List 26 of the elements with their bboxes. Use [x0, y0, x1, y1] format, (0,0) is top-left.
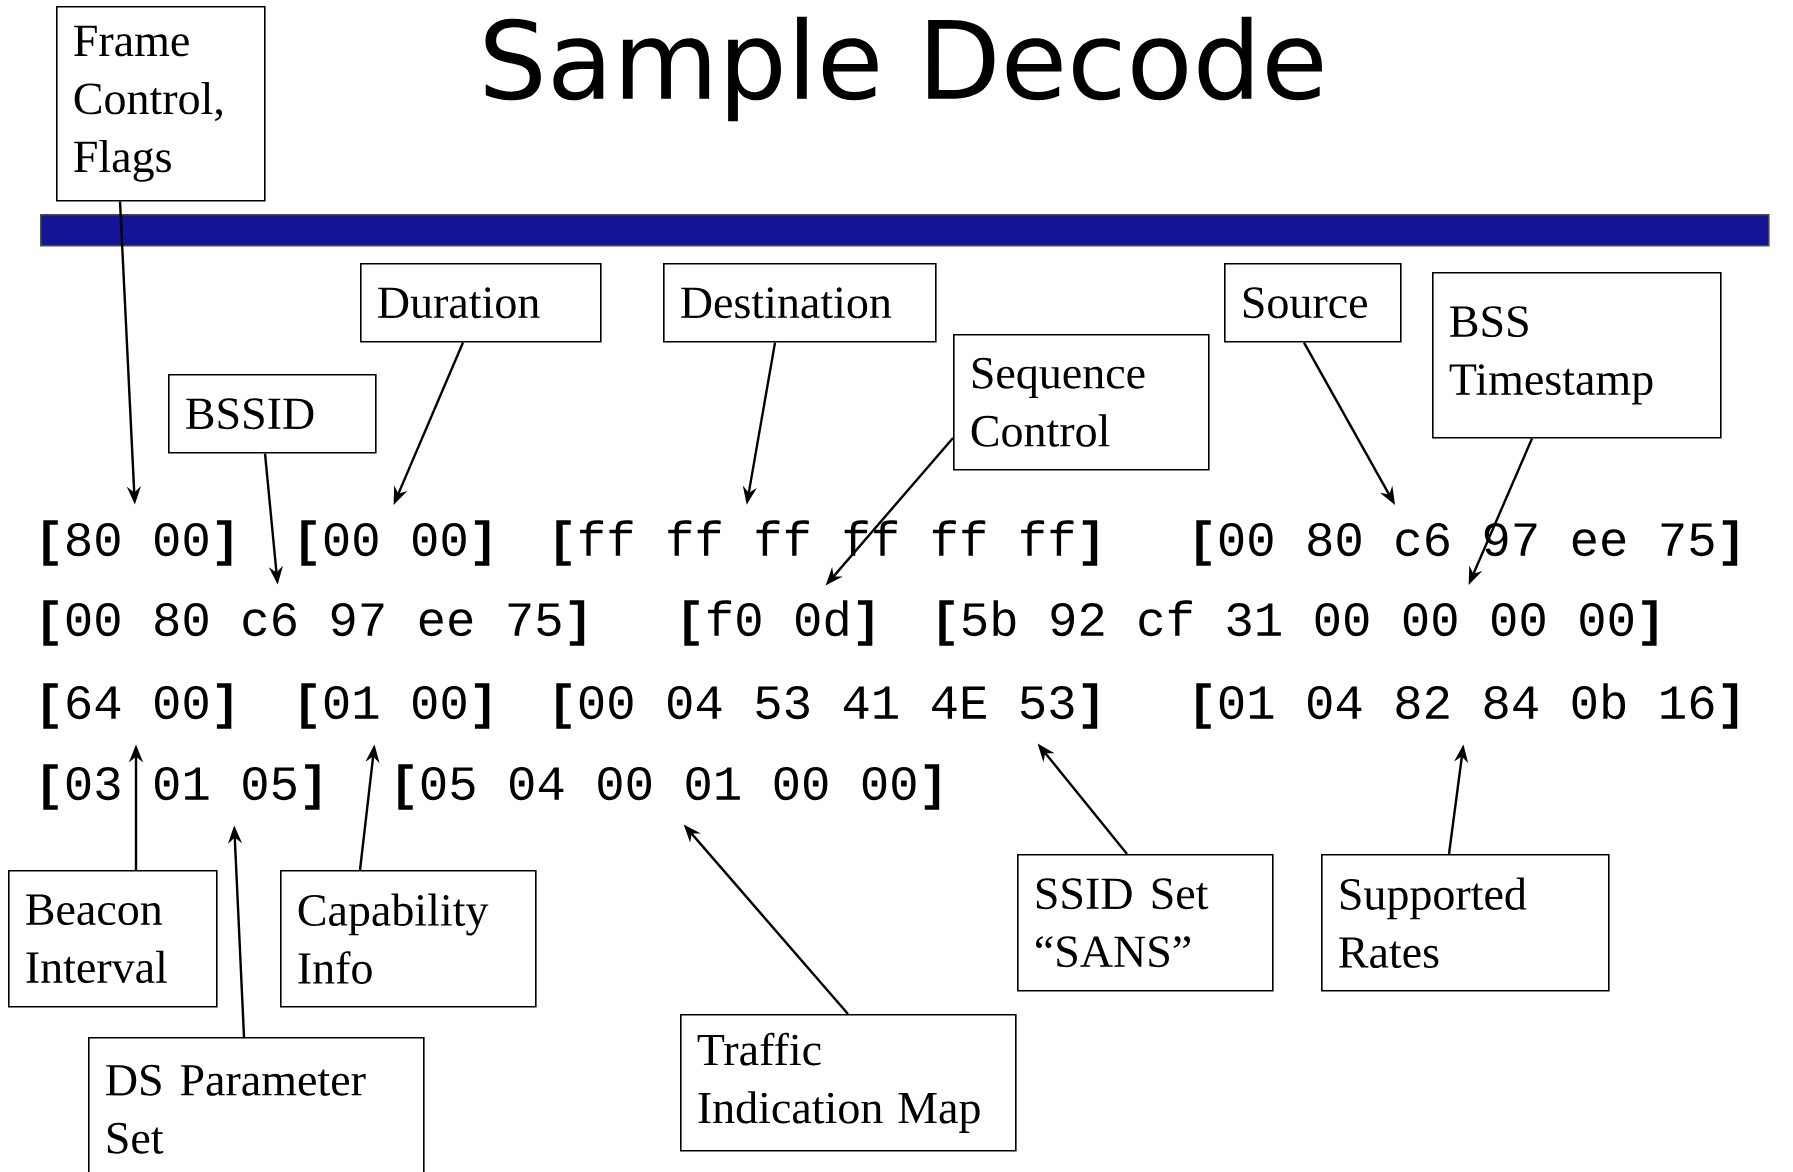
hex-bytes: [80 00] [43, 520, 232, 566]
label-box: Traffic Indication Map [680, 1014, 1017, 1152]
label-box: BSSID [168, 374, 377, 454]
label-box: Capability Info [280, 870, 537, 1008]
hex-bytes: [00 80 c6 97 ee 75] [43, 600, 585, 646]
label-box: Supported Rates [1321, 854, 1610, 992]
hex-bytes: [03 01 05] [43, 764, 320, 810]
label-box: BSS Timestamp [1432, 272, 1722, 439]
label-box: Sequence Control [953, 334, 1210, 471]
title-bar [40, 214, 1770, 247]
hex-bytes: [01 04 82 84 0b 16] [1196, 683, 1738, 729]
label-box: Destination [663, 263, 937, 343]
label-box: DS Parameter Set [88, 1037, 425, 1172]
label-box: Beacon Interval [8, 870, 218, 1008]
label-box: Source [1224, 263, 1402, 343]
hex-bytes: [01 00] [301, 683, 490, 729]
hex-bytes: [00 00] [301, 520, 490, 566]
label-box: Duration [360, 263, 602, 343]
hex-bytes: [00 04 53 41 4E 53] [556, 683, 1098, 729]
title: Sample Decode [485, 16, 1322, 122]
hex-bytes: [f0 0d] [684, 600, 873, 646]
hex-bytes: [64 00] [43, 683, 232, 729]
hex-bytes: [05 04 00 01 00 00] [398, 764, 940, 810]
label-box: Frame Control, Flags [56, 6, 266, 202]
hex-bytes: [5b 92 cf 31 00 00 00 00] [939, 600, 1657, 646]
label-box: SSID Set “SANS” [1017, 854, 1274, 992]
